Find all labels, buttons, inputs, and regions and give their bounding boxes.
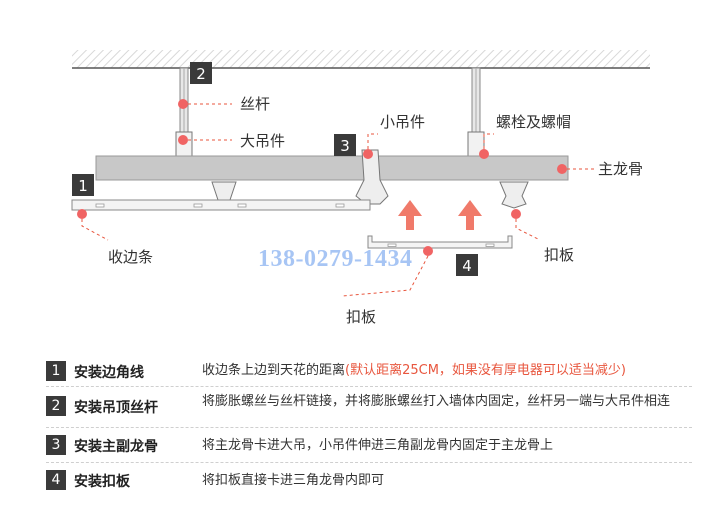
label-panel-right: 扣板	[544, 246, 574, 264]
label-main-keel: 主龙骨	[598, 160, 643, 178]
up-arrow-right	[458, 200, 482, 230]
step-row-1: 1 安装边角线 收边条上边到天花的距离(默认距离25CM，如果没有厚电器可以适当…	[46, 356, 692, 387]
step-number: 2	[46, 396, 66, 416]
step-desc: 将膨胀螺丝与丝杆链接，并将膨胀螺丝打入墙体内固定，丝杆另一端与大吊件相连	[202, 394, 682, 409]
edge-strip-bar	[71, 199, 371, 211]
label-small-hanger: 小吊件	[380, 113, 425, 131]
ceiling-panel-bar	[367, 235, 513, 249]
label-big-hanger: 大吊件	[240, 132, 285, 150]
main-keel-bar	[95, 155, 569, 181]
triangle-keel-clip-2	[499, 181, 529, 209]
label-edge-strip: 收边条	[108, 248, 153, 266]
step-title: 安装吊顶丝杆	[74, 400, 158, 416]
label-rod: 丝杆	[240, 95, 270, 113]
marker-dots	[77, 99, 567, 256]
step-desc: 收边条上边到天花的距离(默认距离25CM，如果没有厚电器可以适当减少)	[202, 363, 626, 378]
up-arrow-left	[398, 200, 422, 230]
threaded-rod-right	[471, 67, 481, 139]
step-title: 安装主副龙骨	[74, 439, 158, 455]
ceiling-slab	[72, 50, 650, 69]
svg-text:1: 1	[78, 177, 88, 195]
leader-lines	[81, 103, 594, 297]
label-panel-bottom: 扣板	[346, 308, 376, 326]
label-bolt-nut: 螺栓及螺帽	[496, 113, 571, 131]
phone-watermark: 138-0279-1434	[258, 246, 413, 272]
step-desc-text: 将膨胀螺丝与丝杆链接，并将膨胀螺丝打入墙体内固定，丝杆另一端与大吊件相连	[202, 394, 671, 409]
step-title: 安装扣板	[74, 474, 130, 490]
step-desc-text: 将主龙骨卡进大吊，小吊件伸进三角副龙骨内固定于主龙骨上	[202, 438, 554, 453]
step-row-2: 2 安装吊顶丝杆 将膨胀螺丝与丝杆链接，并将膨胀螺丝打入墙体内固定，丝杆另一端与…	[46, 387, 692, 428]
number-box-2: 2	[190, 62, 212, 84]
number-box-1: 1	[72, 174, 94, 196]
svg-text:3: 3	[340, 137, 350, 155]
step-number: 1	[46, 361, 66, 381]
step-desc: 将主龙骨卡进大吊，小吊件伸进三角副龙骨内固定于主龙骨上	[202, 438, 553, 453]
step-desc: 将扣板直接卡进三角龙骨内即可	[202, 473, 384, 488]
steps-list: 1 安装边角线 收边条上边到天花的距离(默认距离25CM，如果没有厚电器可以适当…	[46, 356, 692, 497]
step-note: (默认距离25CM，如果没有厚电器可以适当减少)	[345, 363, 626, 378]
small-hanger	[355, 149, 389, 205]
step-desc-text: 收边条上边到天花的距离	[202, 363, 346, 378]
number-box-3: 3	[334, 134, 356, 156]
step-number: 3	[46, 435, 66, 455]
step-row-3: 3 安装主副龙骨 将主龙骨卡进大吊，小吊件伸进三角副龙骨内固定于主龙骨上	[46, 428, 692, 463]
step-title: 安装边角线	[74, 365, 144, 381]
number-box-4: 4	[456, 254, 478, 276]
step-desc-text: 将扣板直接卡进三角龙骨内即可	[202, 473, 385, 488]
step-row-4: 4 安装扣板 将扣板直接卡进三角龙骨内即可	[46, 463, 692, 497]
svg-text:2: 2	[196, 65, 206, 83]
step-number: 4	[46, 470, 66, 490]
installation-diagram: 2 3 1 4 丝杆 大吊件 小吊件 螺栓及螺帽 主龙骨 收边条 扣板 扣板	[71, 50, 650, 326]
svg-text:4: 4	[462, 257, 472, 275]
